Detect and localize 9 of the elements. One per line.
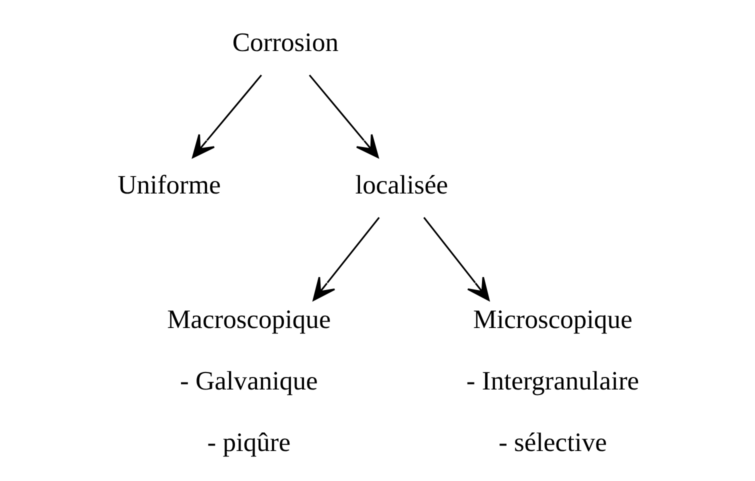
node-text: Microscopique - Intergranulaire - sélective <box>466 304 639 458</box>
arrow <box>192 74 262 158</box>
node-text: Corrosion <box>232 26 338 57</box>
node-text: Macroscopique - Galvanique - piqûre <box>166 304 330 458</box>
arrow <box>308 74 378 158</box>
arrow <box>422 216 490 301</box>
node-text: localisée <box>354 170 448 200</box>
node-text: Uniforme <box>117 170 220 200</box>
arrow <box>312 216 380 301</box>
